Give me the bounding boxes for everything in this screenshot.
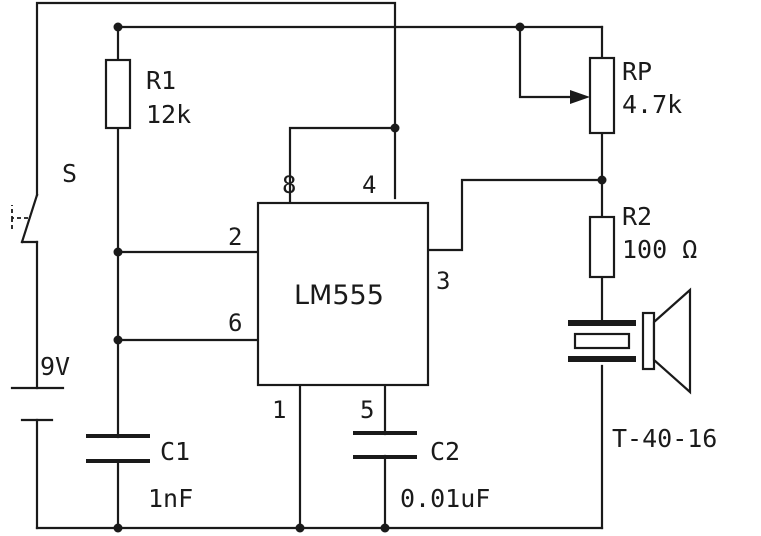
- resistor-r2-body: [588, 215, 616, 279]
- junctions: [113, 22, 607, 533]
- c2-plate-top: [353, 431, 417, 435]
- junction-dot: [390, 123, 400, 133]
- capacitor-c2: C2 0.01uF: [353, 431, 490, 513]
- r1-value: 12k: [146, 100, 191, 129]
- ultrasonic-transducer: T-40-16: [568, 287, 717, 453]
- junction-dot: [113, 335, 123, 345]
- wires: [35, 1, 604, 530]
- switch-actuator: [11, 205, 28, 232]
- potentiometer-rp-body: [588, 56, 616, 135]
- switch-s: S: [11, 159, 77, 244]
- r1-name: R1: [146, 66, 176, 95]
- junction-dot: [113, 22, 123, 32]
- switch-label: S: [62, 159, 77, 188]
- wire-pin-8: [288, 126, 397, 205]
- rp-name: RP: [622, 57, 652, 86]
- pin-1-label: 1: [272, 396, 286, 424]
- wiper-arrow: [570, 90, 590, 104]
- junction-dot: [380, 523, 390, 533]
- junction-dot: [295, 523, 305, 533]
- resistor-r1: R1 12k: [104, 58, 191, 130]
- rp-value: 4.7k: [622, 90, 682, 119]
- transducer-label: T-40-16: [612, 424, 717, 453]
- transducer-plate-bottom: [568, 356, 636, 362]
- pin-4-label: 4: [362, 171, 376, 199]
- c1-name: C1: [160, 437, 190, 466]
- transducer-crystal: [573, 332, 631, 350]
- c1-plate-top: [86, 434, 150, 438]
- transducer-plate-top: [568, 320, 636, 326]
- pin-3-label: 3: [436, 267, 450, 295]
- battery-9v: 9V: [10, 352, 70, 422]
- lm555-chip: LM555 8 4 2 6 3 1 5: [228, 171, 450, 424]
- resistor-r2: R2 100 Ω: [588, 202, 697, 279]
- chip-body: [256, 201, 430, 387]
- resistor-r1-body: [104, 58, 132, 130]
- potentiometer-rp: RP 4.7k: [588, 56, 682, 135]
- c2-name: C2: [430, 437, 460, 466]
- battery-label: 9V: [40, 352, 70, 381]
- junction-dot: [113, 247, 123, 257]
- c2-value: 0.01uF: [400, 484, 490, 513]
- junction-dot: [113, 523, 123, 533]
- c2-plate-bottom: [353, 455, 417, 459]
- capacitor-c1: C1 1nF: [86, 434, 193, 513]
- switch-blade: [20, 193, 39, 244]
- wire-pin-3: [426, 178, 604, 252]
- c1-value: 1nF: [148, 484, 193, 513]
- chip-label: LM555: [294, 280, 384, 311]
- wire-top-loop: [35, 1, 397, 200]
- wire-rp-wiper: [518, 25, 580, 99]
- pin-6-label: 6: [228, 309, 242, 337]
- pin-5-label: 5: [360, 396, 374, 424]
- r2-value: 100 Ω: [622, 235, 697, 264]
- r2-name: R2: [622, 202, 652, 231]
- pin-8-label: 8: [282, 171, 296, 199]
- junction-dot: [597, 175, 607, 185]
- speaker-cone-icon: [652, 287, 692, 395]
- c1-plate-bottom: [86, 459, 150, 463]
- pin-2-label: 2: [228, 223, 242, 251]
- junction-dot: [515, 22, 525, 32]
- speaker-magnet: [641, 311, 656, 371]
